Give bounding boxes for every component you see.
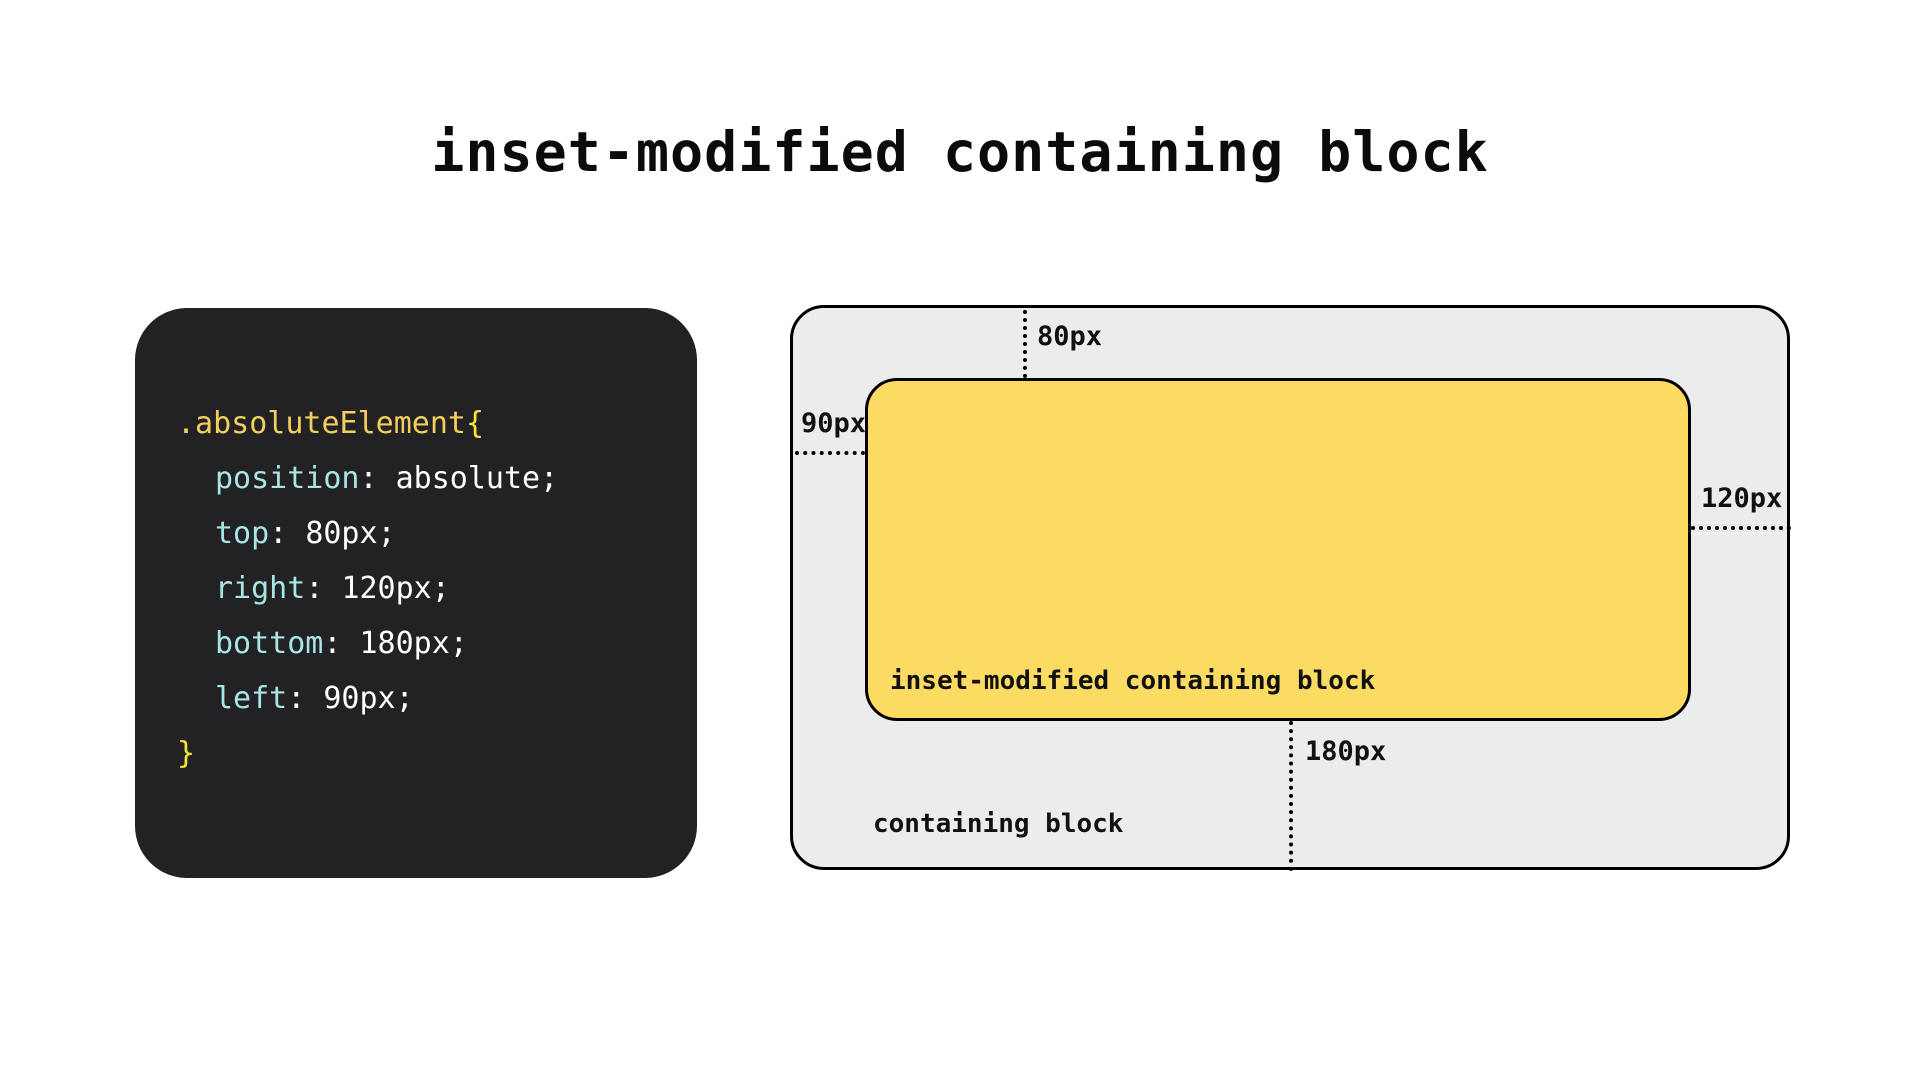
- page-title: inset-modified containing block: [431, 120, 1489, 184]
- guide-line-left: [795, 451, 865, 455]
- measurement-label-bottom: 180px: [1305, 736, 1387, 767]
- guide-line-right: [1691, 526, 1791, 530]
- inset-diagram: inset-modified containing block 80px 90p…: [790, 305, 1791, 871]
- inset-modified-containing-block-label: inset-modified containing block: [890, 666, 1376, 696]
- code-line-selector: .absoluteElement{: [177, 396, 697, 451]
- code-line-close: }: [177, 726, 697, 781]
- css-value-left: 90px;: [323, 681, 414, 716]
- code-line-left: left: 90px;: [177, 671, 697, 726]
- code-line-right: right: 120px;: [177, 561, 697, 616]
- guide-line-bottom: [1289, 721, 1293, 871]
- css-value-bottom: 180px;: [359, 626, 468, 661]
- css-open-brace: {: [465, 406, 485, 441]
- css-selector: .absoluteElement: [177, 406, 466, 441]
- css-property-left: left: [215, 681, 288, 716]
- css-separator: :: [359, 461, 396, 496]
- css-close-brace: }: [177, 736, 196, 771]
- containing-block-label: containing block: [873, 809, 1124, 839]
- measurement-label-left: 90px: [801, 408, 867, 439]
- measurement-label-right: 120px: [1701, 483, 1783, 514]
- guide-line-top: [1023, 310, 1027, 378]
- css-value-position: absolute;: [395, 461, 559, 496]
- measurement-label-top: 80px: [1037, 321, 1103, 352]
- css-value-top: 80px;: [305, 516, 396, 551]
- css-code-card: .absoluteElement{ position: absolute; to…: [135, 308, 697, 878]
- code-line-bottom: bottom: 180px;: [177, 616, 697, 671]
- inset-modified-containing-block-rect: inset-modified containing block: [865, 378, 1691, 721]
- code-line-position: position: absolute;: [177, 451, 697, 506]
- css-separator: :: [323, 626, 360, 661]
- code-line-top: top: 80px;: [177, 506, 697, 561]
- css-property-position: position: [215, 461, 360, 496]
- css-separator: :: [305, 571, 342, 606]
- css-separator: :: [269, 516, 306, 551]
- css-value-right: 120px;: [341, 571, 450, 606]
- css-property-top: top: [215, 516, 270, 551]
- containing-block-rect: inset-modified containing block 80px 90p…: [790, 305, 1791, 871]
- css-property-bottom: bottom: [215, 626, 324, 661]
- css-property-right: right: [215, 571, 306, 606]
- css-separator: :: [287, 681, 324, 716]
